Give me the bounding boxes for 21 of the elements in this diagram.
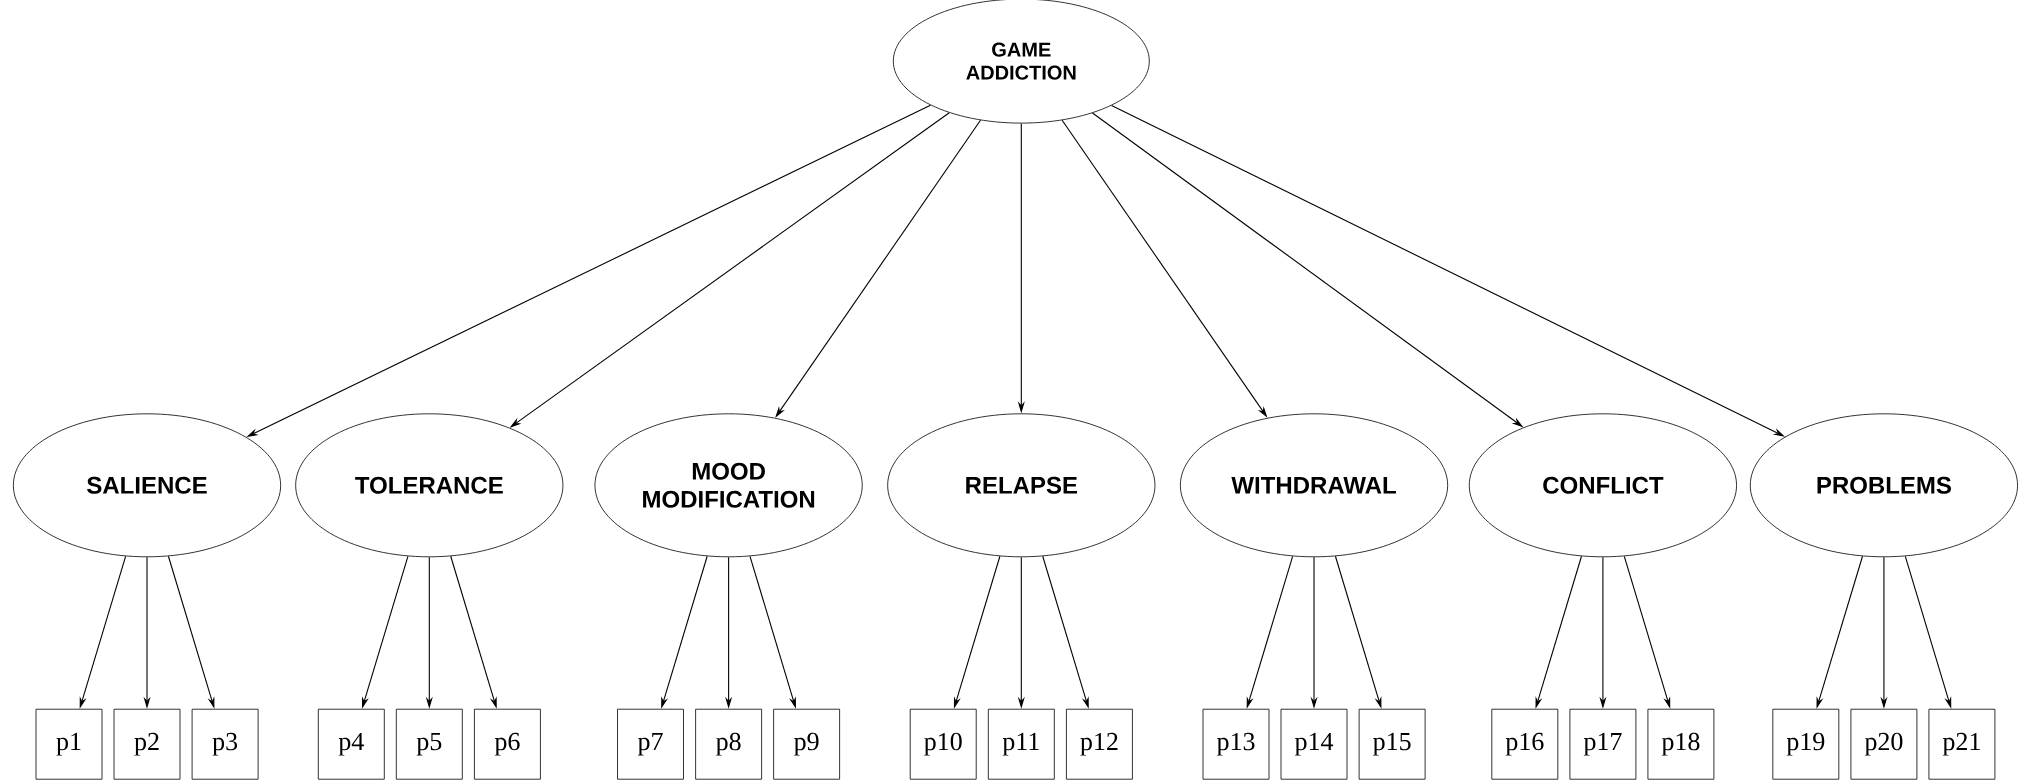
item-box: p1 <box>35 708 103 780</box>
item-box: p13 <box>1202 708 1270 780</box>
item-box: p19 <box>1772 708 1840 780</box>
item-box: p12 <box>1066 708 1133 780</box>
item-box: p2 <box>113 708 181 780</box>
item-box: p6 <box>474 708 541 780</box>
item-box: p5 <box>395 708 463 780</box>
item-box: p21 <box>1928 708 1996 780</box>
item-box: p4 <box>317 708 385 780</box>
item-box: p8 <box>695 708 762 780</box>
item-box: p3 <box>191 708 259 780</box>
item-box: p18 <box>1647 708 1715 780</box>
item-box: p10 <box>909 708 977 780</box>
item-box: p11 <box>987 708 1055 780</box>
item-box: p15 <box>1358 708 1426 780</box>
item-box: p9 <box>773 708 840 780</box>
item-box: p7 <box>617 708 684 780</box>
item-box: p20 <box>1850 708 1918 780</box>
item-box: p14 <box>1280 708 1348 780</box>
item-box: p16 <box>1491 708 1559 780</box>
item-box: p17 <box>1569 708 1637 780</box>
